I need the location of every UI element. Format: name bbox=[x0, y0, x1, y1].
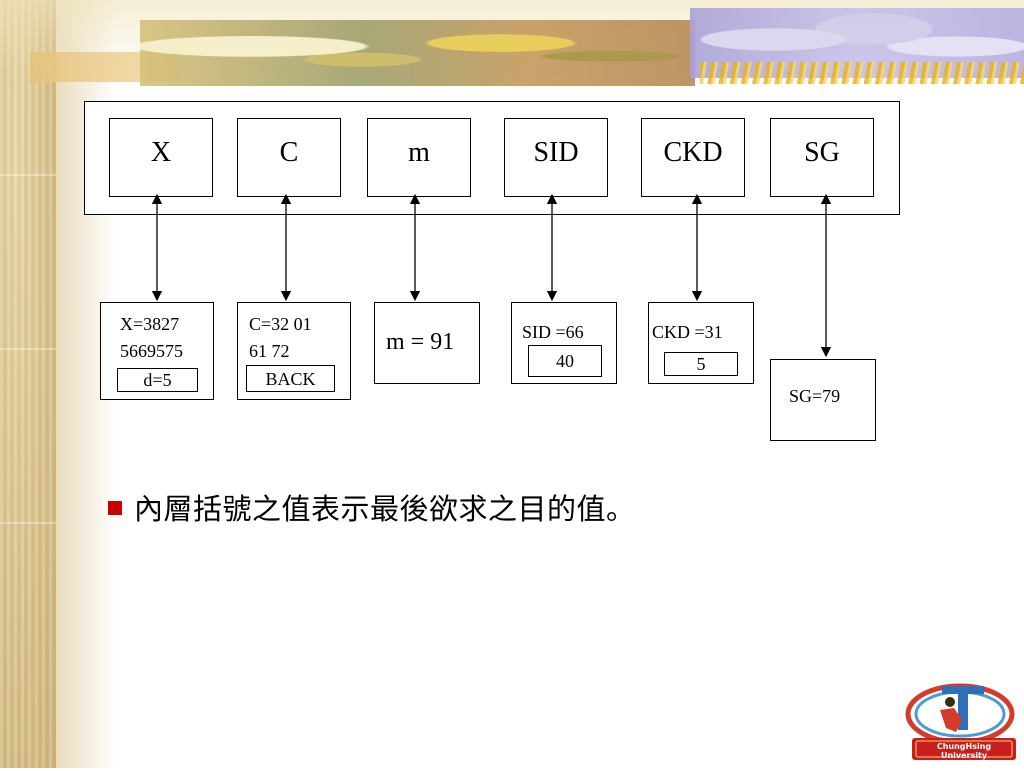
value-x-line1: X=3827 bbox=[120, 314, 180, 334]
field-box-ckd: CKD bbox=[641, 118, 745, 197]
value-m-text: m = 91 bbox=[386, 329, 455, 355]
bullet-text: 內層括號之值表示最後欲求之目的值。 bbox=[134, 492, 636, 526]
value-ckd-sub: 5 bbox=[664, 352, 738, 376]
value-box-x: X=3827 5669575 d=5 bbox=[100, 302, 214, 400]
bullet-point: 內層括號之值表示最後欲求之目的值。 bbox=[108, 487, 636, 527]
banner-grass-image bbox=[700, 62, 1024, 84]
value-box-c: C=32 01 61 72 BACK bbox=[237, 302, 351, 400]
value-box-sid: SID =66 40 bbox=[511, 302, 617, 384]
value-sid-text: SID =66 bbox=[522, 322, 584, 342]
value-box-m: m = 91 bbox=[374, 302, 480, 384]
bullet-square-icon bbox=[108, 501, 122, 515]
field-label-sg: SG bbox=[804, 137, 840, 168]
logo-text: ChungHsing University bbox=[936, 742, 992, 760]
value-sg-text: SG=79 bbox=[789, 386, 841, 406]
parchment-strip bbox=[0, 0, 56, 768]
banner-leaves-image bbox=[140, 20, 695, 86]
field-label-ckd: CKD bbox=[663, 137, 723, 168]
field-header-frame bbox=[84, 101, 900, 215]
field-label-m: m bbox=[408, 137, 430, 168]
value-c-sub: BACK bbox=[246, 365, 335, 392]
field-box-c: C bbox=[237, 118, 341, 197]
field-label-x: X bbox=[150, 137, 172, 168]
value-sid-sub: 40 bbox=[528, 345, 602, 377]
field-label-c: C bbox=[279, 137, 299, 168]
value-box-ckd: CKD =31 5 bbox=[648, 302, 754, 384]
value-box-sg: SG=79 bbox=[770, 359, 876, 441]
university-logo-icon: ChungHsing University bbox=[902, 676, 1022, 766]
value-x-sub: d=5 bbox=[117, 368, 198, 392]
field-label-sid: SID bbox=[533, 137, 579, 168]
value-x-line2: 5669575 bbox=[120, 341, 183, 361]
field-box-sg: SG bbox=[770, 118, 874, 197]
value-c-line1: C=32 01 bbox=[249, 314, 312, 334]
value-c-line2: 61 72 bbox=[249, 341, 290, 361]
value-ckd-text: CKD =31 bbox=[652, 322, 723, 342]
